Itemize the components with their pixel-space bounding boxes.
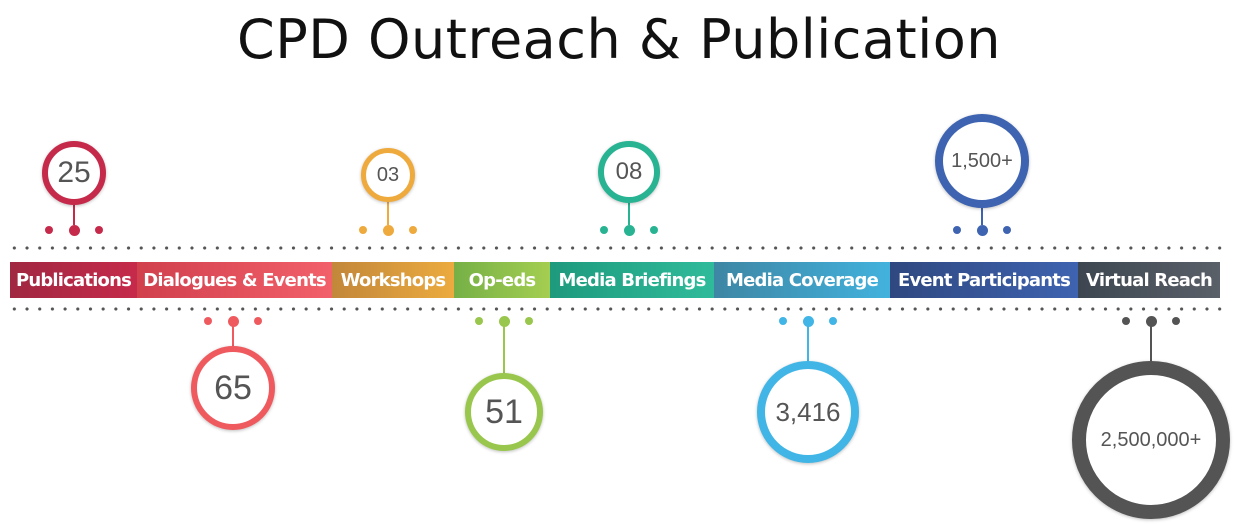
connector-dot: [1172, 317, 1180, 325]
value-circle: 3,416: [757, 361, 859, 463]
value-circle: 25: [42, 141, 106, 205]
value-circle: 03: [361, 148, 415, 202]
connector-dot: [382, 224, 394, 236]
category-dialogues-events: Dialogues & Events: [137, 262, 332, 298]
connector-dot: [498, 315, 510, 327]
category-op-eds: Op-eds: [454, 262, 550, 298]
connector-stem: [387, 200, 389, 225]
connector-stem: [1150, 326, 1152, 363]
dotted-line-bottom: [8, 307, 1230, 311]
category-publications: Publications: [10, 262, 137, 298]
connector-dot: [525, 317, 533, 325]
connector-dot: [254, 317, 262, 325]
connector-dot: [829, 317, 837, 325]
value-circle: 2,500,000+: [1072, 361, 1230, 519]
connector-dot: [1003, 226, 1011, 234]
connector-dot: [623, 224, 635, 236]
connector-dot: [802, 315, 814, 327]
connector-stem: [73, 203, 75, 225]
connector-stem: [628, 201, 630, 225]
connector-stem: [807, 326, 809, 363]
connector-dot: [68, 224, 80, 236]
connector-dot: [475, 317, 483, 325]
connector-dot: [204, 317, 212, 325]
category-virtual-reach: Virtual Reach: [1078, 262, 1220, 298]
value-circle: 51: [465, 373, 543, 451]
connector-dot: [409, 226, 417, 234]
connector-stem: [503, 326, 505, 375]
connector-dot: [779, 317, 787, 325]
connector-dot: [1145, 315, 1157, 327]
connector-stem: [232, 326, 234, 348]
category-media-coverage: Media Coverage: [714, 262, 890, 298]
connector-dot: [600, 226, 608, 234]
category-event-participants: Event Participants: [890, 262, 1078, 298]
connector-dot: [95, 226, 103, 234]
value-circle: 08: [598, 141, 660, 203]
dotted-line-top: [8, 246, 1230, 250]
value-circle: 1,500+: [935, 114, 1029, 208]
connector-dot: [953, 226, 961, 234]
connector-dot: [359, 226, 367, 234]
connector-dot: [650, 226, 658, 234]
connector-dot: [1122, 317, 1130, 325]
category-media-briefings: Media Briefings: [550, 262, 714, 298]
value-circle: 65: [191, 346, 275, 430]
connector-dot: [227, 315, 239, 327]
page-title: CPD Outreach & Publication: [237, 8, 1001, 71]
connector-dot: [45, 226, 53, 234]
connector-dot: [976, 224, 988, 236]
category-workshops: Workshops: [332, 262, 454, 298]
connector-stem: [981, 206, 983, 225]
